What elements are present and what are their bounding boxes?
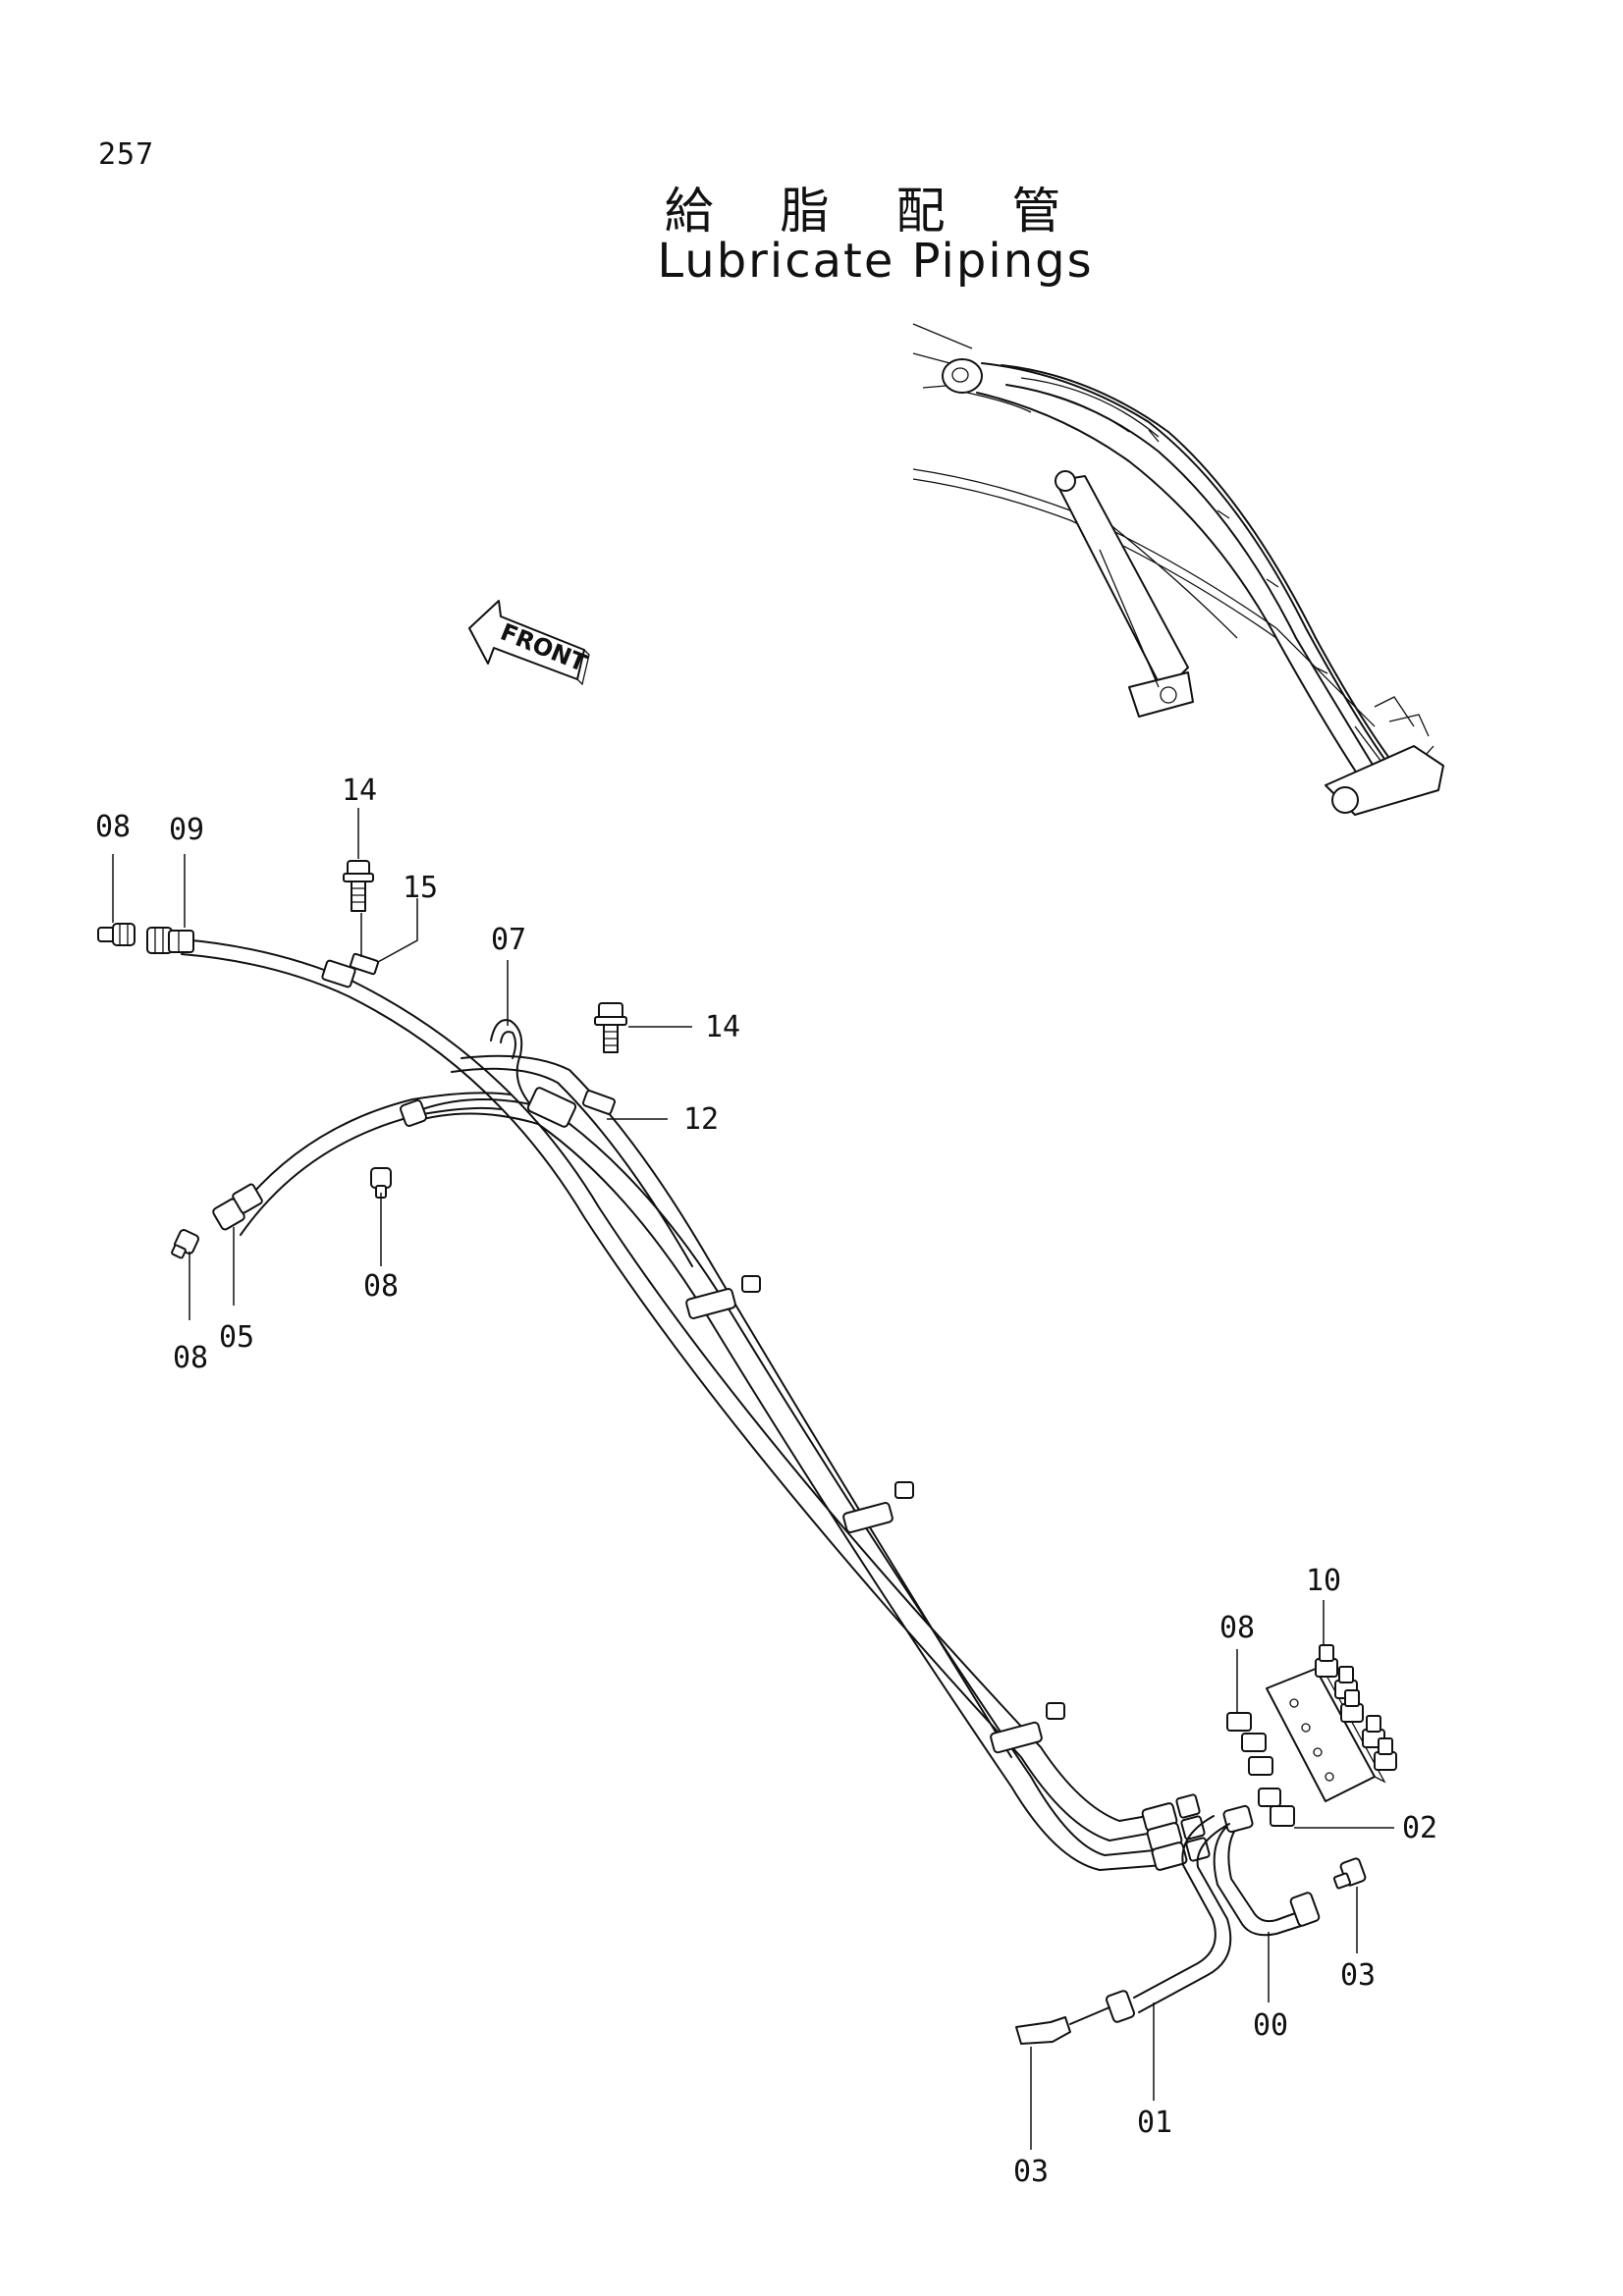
elbow-fitting-03-right xyxy=(1332,1857,1367,1890)
hose-end-09 xyxy=(146,927,194,954)
bolt-14-top xyxy=(343,860,374,912)
callout-08-block: 08 xyxy=(1219,1611,1255,1645)
callout-labels: 08 09 14 15 07 14 12 08 08 05 10 08 02 0… xyxy=(95,774,1437,2189)
page-title-japanese: 給 脂 配 管 xyxy=(664,183,1087,240)
elbow-fitting-03-lower xyxy=(1015,2016,1071,2045)
grease-fitting-08-mid xyxy=(370,1099,427,1199)
callout-01: 01 xyxy=(1137,2106,1172,2140)
hose-end-couplings-right xyxy=(1141,1793,1211,1871)
front-label: FRONT xyxy=(497,618,591,678)
callout-03-lower: 03 xyxy=(1013,2155,1049,2189)
callout-08-lower-left: 08 xyxy=(173,1341,208,1375)
callout-14-right: 14 xyxy=(705,1010,740,1044)
pipe-01 xyxy=(1069,1815,1232,2025)
callout-08-mid: 08 xyxy=(363,1269,399,1304)
callout-12: 12 xyxy=(683,1102,719,1137)
bolt-14-right xyxy=(594,1002,627,1053)
grease-fitting-08-top-left xyxy=(97,923,135,946)
callout-08-top-left: 08 xyxy=(95,810,131,844)
grease-fitting-08-lower-left xyxy=(171,1229,199,1259)
grease-fittings-02 xyxy=(1258,1788,1295,1827)
pipe-00 xyxy=(1213,1804,1321,1937)
distributor-block-10 xyxy=(1266,1644,1397,1802)
clamp-15 xyxy=(321,952,380,988)
page-title-english: Lubricate Pipings xyxy=(657,234,1094,289)
callout-10: 10 xyxy=(1306,1564,1341,1598)
callout-02: 02 xyxy=(1402,1811,1437,1845)
bundle-clamps xyxy=(685,1275,1065,1754)
callout-03-right: 03 xyxy=(1340,1958,1376,1993)
callout-05: 05 xyxy=(219,1320,254,1355)
callout-00: 00 xyxy=(1253,2008,1288,2043)
callout-09: 09 xyxy=(169,813,204,847)
clamp-12 xyxy=(526,1087,616,1128)
callout-leader-lines xyxy=(112,808,1394,2150)
hose-end-05 xyxy=(212,1183,263,1231)
boom-arm-inset-illustration xyxy=(912,323,1444,816)
callout-15: 15 xyxy=(403,871,438,905)
callout-07: 07 xyxy=(491,923,526,957)
front-direction-arrow: FRONT xyxy=(468,600,591,686)
callout-14-top: 14 xyxy=(342,774,377,808)
page-number: 257 xyxy=(98,137,155,172)
pipe-07-loop xyxy=(490,1019,531,1105)
grease-fittings-08-block xyxy=(1226,1712,1273,1776)
